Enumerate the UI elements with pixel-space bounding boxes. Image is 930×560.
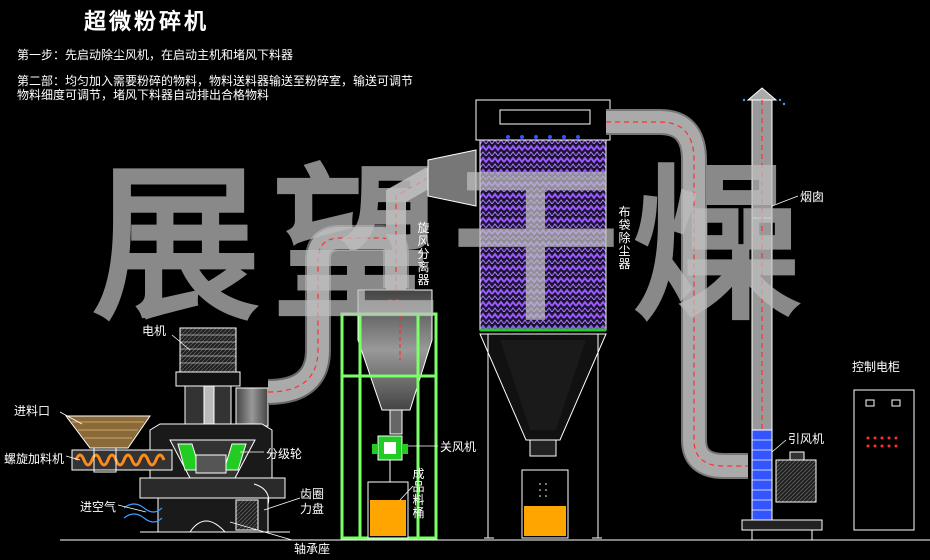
- filter-bucket: [521, 469, 569, 539]
- diagram-title: 超微粉碎机: [84, 10, 210, 35]
- label-product-bucket: 成品料桶: [412, 467, 425, 520]
- label-bearing-seat: 轴承座: [294, 542, 331, 556]
- label-classifier-wheel: 分级轮: [266, 447, 303, 461]
- control-cabinet: [853, 389, 915, 531]
- step-two-continued-text: 物料细度可调节，堵风下料器自动排出合格物料: [17, 88, 270, 102]
- mill-body: [139, 385, 290, 533]
- screw-feeder: [71, 447, 173, 473]
- label-screw-feeder: 螺旋加料机: [4, 452, 65, 466]
- step-two-text: 第二部：均匀加入需要粉碎的物料，物料送料器输送至粉碎室，输送可调节: [17, 74, 414, 88]
- label-chimney: 烟囱: [800, 190, 825, 204]
- cyclone-separator: [357, 289, 433, 435]
- label-motor: 电机: [142, 324, 167, 338]
- rotary-valve: [372, 435, 408, 482]
- label-bag-filter: 布袋除尘器: [618, 205, 631, 271]
- step-one-text: 第一步：先启动除尘风机，在启动主机和堵风下料器: [17, 48, 294, 62]
- product-bucket: [367, 481, 409, 539]
- label-ring-gear: 齿圈: [300, 487, 325, 501]
- chimney: [742, 87, 786, 431]
- label-feed-port: 进料口: [14, 404, 51, 418]
- feed-hopper: [65, 415, 151, 449]
- leader-lines: [59, 195, 799, 541]
- motor: [175, 327, 241, 387]
- label-air-inlet: 进空气: [80, 500, 117, 514]
- label-force-plate: 力盘: [300, 502, 325, 516]
- bag-filter: [475, 99, 611, 539]
- label-control-cabinet: 控制电柜: [852, 360, 901, 374]
- air-inlet-arrows: [123, 503, 163, 523]
- watermark: 展望干燥: [92, 148, 812, 344]
- label-valve-fan: 关风机: [440, 440, 477, 454]
- label-cyclone: 旋风分离器: [417, 221, 430, 287]
- label-induced-fan: 引风机: [788, 432, 825, 446]
- induced-fan: [741, 429, 823, 540]
